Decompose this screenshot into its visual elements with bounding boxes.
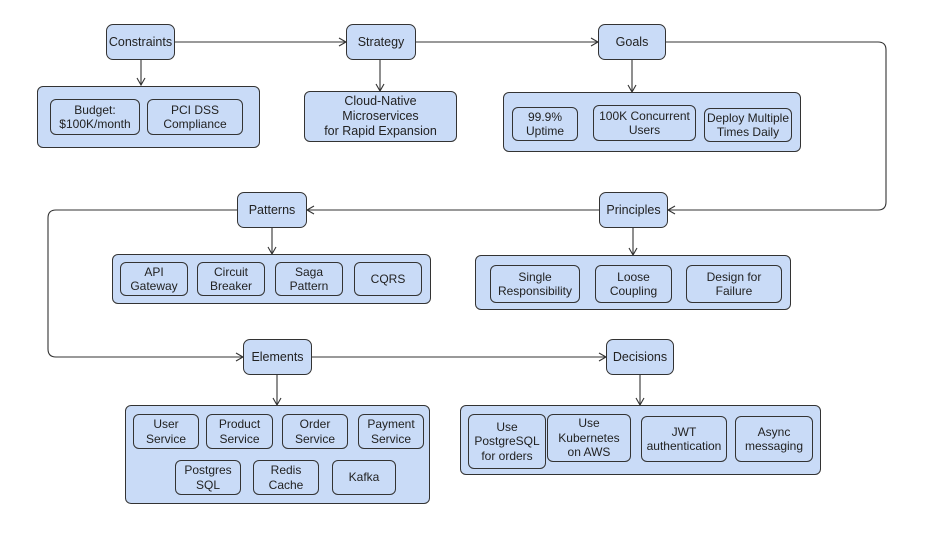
element-item-postgres[interactable]: Postgres SQL: [175, 460, 241, 495]
constraint-item-pci[interactable]: PCI DSS Compliance: [147, 99, 243, 135]
decision-item-kubernetes[interactable]: Use Kubernetes on AWS: [547, 414, 631, 462]
pattern-item-cqrs[interactable]: CQRS: [354, 262, 422, 296]
node-decisions[interactable]: Decisions: [606, 339, 674, 375]
goal-item-deploy[interactable]: Deploy Multiple Times Daily: [704, 108, 792, 142]
goal-item-uptime[interactable]: 99.9% Uptime: [512, 107, 578, 141]
pattern-item-saga[interactable]: Saga Pattern: [275, 262, 343, 296]
element-item-user-service[interactable]: User Service: [133, 414, 199, 449]
node-principles[interactable]: Principles: [599, 192, 668, 228]
decision-item-jwt[interactable]: JWT authentication: [641, 416, 727, 462]
edge-patterns-elements: [47, 209, 245, 362]
element-item-payment-service[interactable]: Payment Service: [358, 414, 424, 449]
pattern-item-circuit-breaker[interactable]: Circuit Breaker: [197, 262, 265, 296]
node-strategy[interactable]: Strategy: [346, 24, 416, 60]
node-patterns[interactable]: Patterns: [237, 192, 307, 228]
principle-item-single-responsibility[interactable]: Single Responsibility: [490, 265, 580, 303]
element-item-product-service[interactable]: Product Service: [206, 414, 273, 449]
decision-item-postgresql[interactable]: Use PostgreSQL for orders: [468, 414, 546, 469]
principle-item-loose-coupling[interactable]: Loose Coupling: [595, 265, 672, 303]
strategy-item[interactable]: Cloud-Native Microservices for Rapid Exp…: [304, 91, 457, 142]
node-goals[interactable]: Goals: [598, 24, 666, 60]
element-item-order-service[interactable]: Order Service: [282, 414, 348, 449]
element-item-kafka[interactable]: Kafka: [332, 460, 396, 495]
element-item-redis[interactable]: Redis Cache: [253, 460, 319, 495]
constraint-item-budget[interactable]: Budget: $100K/month: [50, 99, 140, 135]
decision-item-async[interactable]: Async messaging: [735, 416, 813, 462]
node-constraints[interactable]: Constraints: [106, 24, 175, 60]
principle-item-design-for-failure[interactable]: Design for Failure: [686, 265, 782, 303]
node-elements[interactable]: Elements: [243, 339, 312, 375]
goal-item-concurrent-users[interactable]: 100K Concurrent Users: [593, 105, 696, 141]
pattern-item-api-gateway[interactable]: API Gateway: [120, 262, 188, 296]
edge-goals-principles: [666, 41, 887, 215]
